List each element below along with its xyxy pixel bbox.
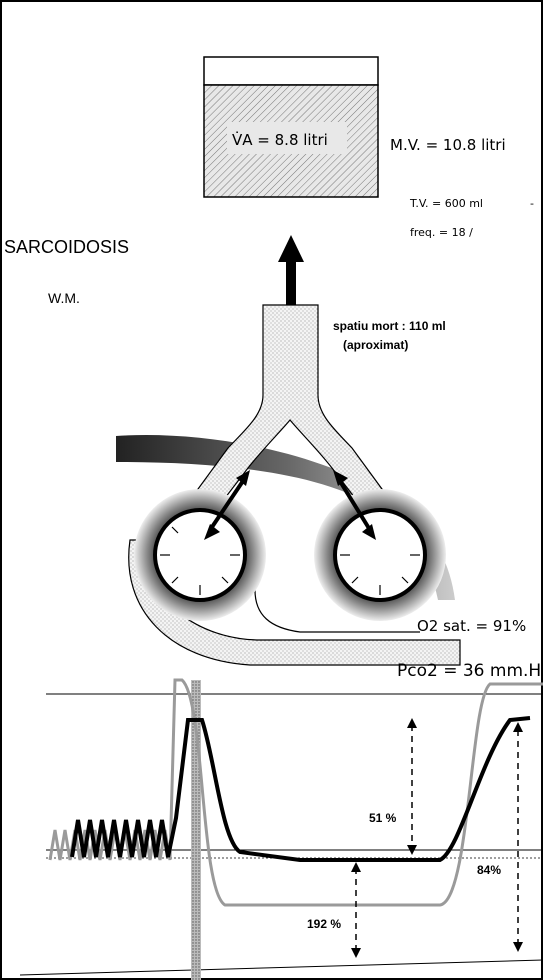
trace-label-192: 192 %: [307, 917, 341, 931]
frequency-label: freq. = 18 /: [410, 226, 473, 239]
dead-space-label: spatiu mort : 110 ml: [333, 319, 446, 333]
alveolar-ventilation-label: V̇A = 8.8 litri: [232, 130, 328, 149]
trace-label-84: 84%: [477, 863, 501, 877]
pco2-label: Pco2 = 36 mm.Hg: [397, 661, 543, 681]
title-sarcoidosis: SARCOIDOSIS: [4, 237, 129, 257]
dead-space-note: (aproximat): [343, 338, 408, 352]
alveolus-left: [134, 489, 266, 621]
minute-volume-label: M.V. = 10.8 litri: [390, 136, 506, 154]
spirometer-box: V̇A = 8.8 litri: [204, 57, 378, 197]
svg-text:-: -: [530, 197, 534, 210]
alveolus-right: [314, 489, 446, 621]
patient-label: W.M.: [48, 290, 80, 306]
tidal-volume-label: T.V. = 600 ml: [409, 197, 483, 210]
oxygen-trace: 51 % 192 % 84%: [20, 680, 543, 980]
trace-label-51: 51 %: [369, 811, 397, 825]
o2-saturation-label: O2 sat. = 91%: [417, 617, 526, 635]
